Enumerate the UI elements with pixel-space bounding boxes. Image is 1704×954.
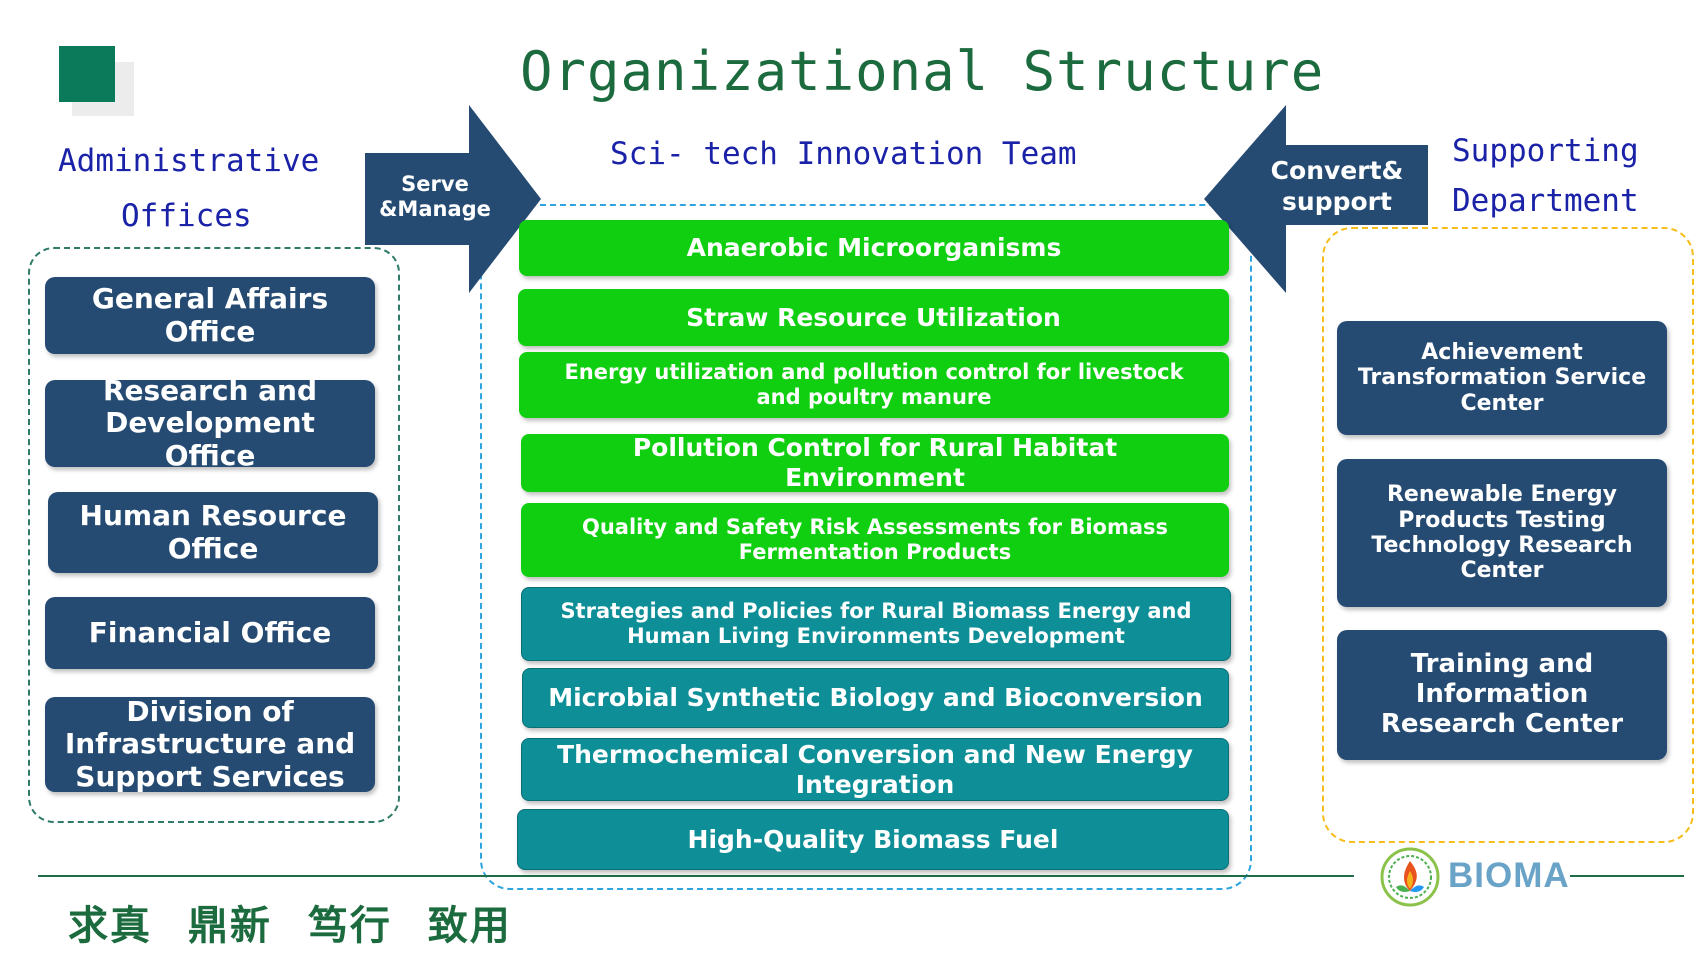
team-thermochemical: Thermochemical Conversion and New Energy… — [521, 738, 1229, 801]
bioma-logo-text: BIOMA — [1448, 856, 1570, 895]
center-training-information: Training and Information Research Center — [1337, 630, 1667, 760]
office-financial: Financial Office — [45, 597, 375, 669]
admin-heading-line1: Administrative — [58, 143, 320, 179]
office-human-resource: Human Resource Office — [48, 492, 378, 573]
motto: 求真 鼎新 笃行 致用 — [68, 902, 512, 949]
supporting-heading-line2: Department — [1452, 183, 1639, 219]
team-anaerobic-microorganisms: Anaerobic Microorganisms — [519, 220, 1229, 276]
footer-line-left — [38, 875, 1354, 877]
team-rural-habitat: Pollution Control for Rural Habitat Envi… — [521, 433, 1229, 492]
page-title: Organizational Structure — [520, 40, 1325, 103]
admin-heading-line2: Offices — [121, 198, 252, 234]
team-microbial-synthetic: Microbial Synthetic Biology and Bioconve… — [522, 668, 1229, 728]
decorative-square — [59, 46, 115, 102]
supporting-region — [1322, 227, 1694, 843]
team-livestock-manure: Energy utilization and pollution control… — [519, 352, 1229, 418]
sci-tech-region — [480, 204, 1252, 890]
office-infrastructure-support: Division of Infrastructure and Support S… — [45, 696, 375, 792]
office-general-affairs: General Affairs Office — [45, 277, 375, 354]
serve-manage-arrow — [365, 105, 541, 293]
team-straw-resource: Straw Resource Utilization — [518, 289, 1229, 346]
team-biomass-fuel: High-Quality Biomass Fuel — [517, 809, 1229, 870]
footer-line-right — [1570, 875, 1684, 877]
team-strategies-policies: Strategies and Policies for Rural Biomas… — [521, 587, 1231, 661]
bioma-logo-icon — [1380, 847, 1440, 907]
serve-manage-label: Serve &Manage — [379, 172, 491, 222]
sci-tech-heading: Sci- tech Innovation Team — [610, 136, 1077, 172]
convert-support-label: Convert& support — [1270, 156, 1404, 217]
administrative-region — [28, 247, 400, 823]
office-research-development: Research and Development Office — [45, 375, 375, 471]
convert-support-arrow — [1204, 105, 1428, 293]
team-quality-safety: Quality and Safety Risk Assessments for … — [521, 503, 1229, 577]
supporting-heading-line1: Supporting — [1452, 133, 1639, 169]
center-renewable-energy-testing: Renewable Energy Products Testing Techno… — [1337, 459, 1667, 607]
center-achievement-transformation: Achievement Transformation Service Cente… — [1337, 321, 1667, 435]
